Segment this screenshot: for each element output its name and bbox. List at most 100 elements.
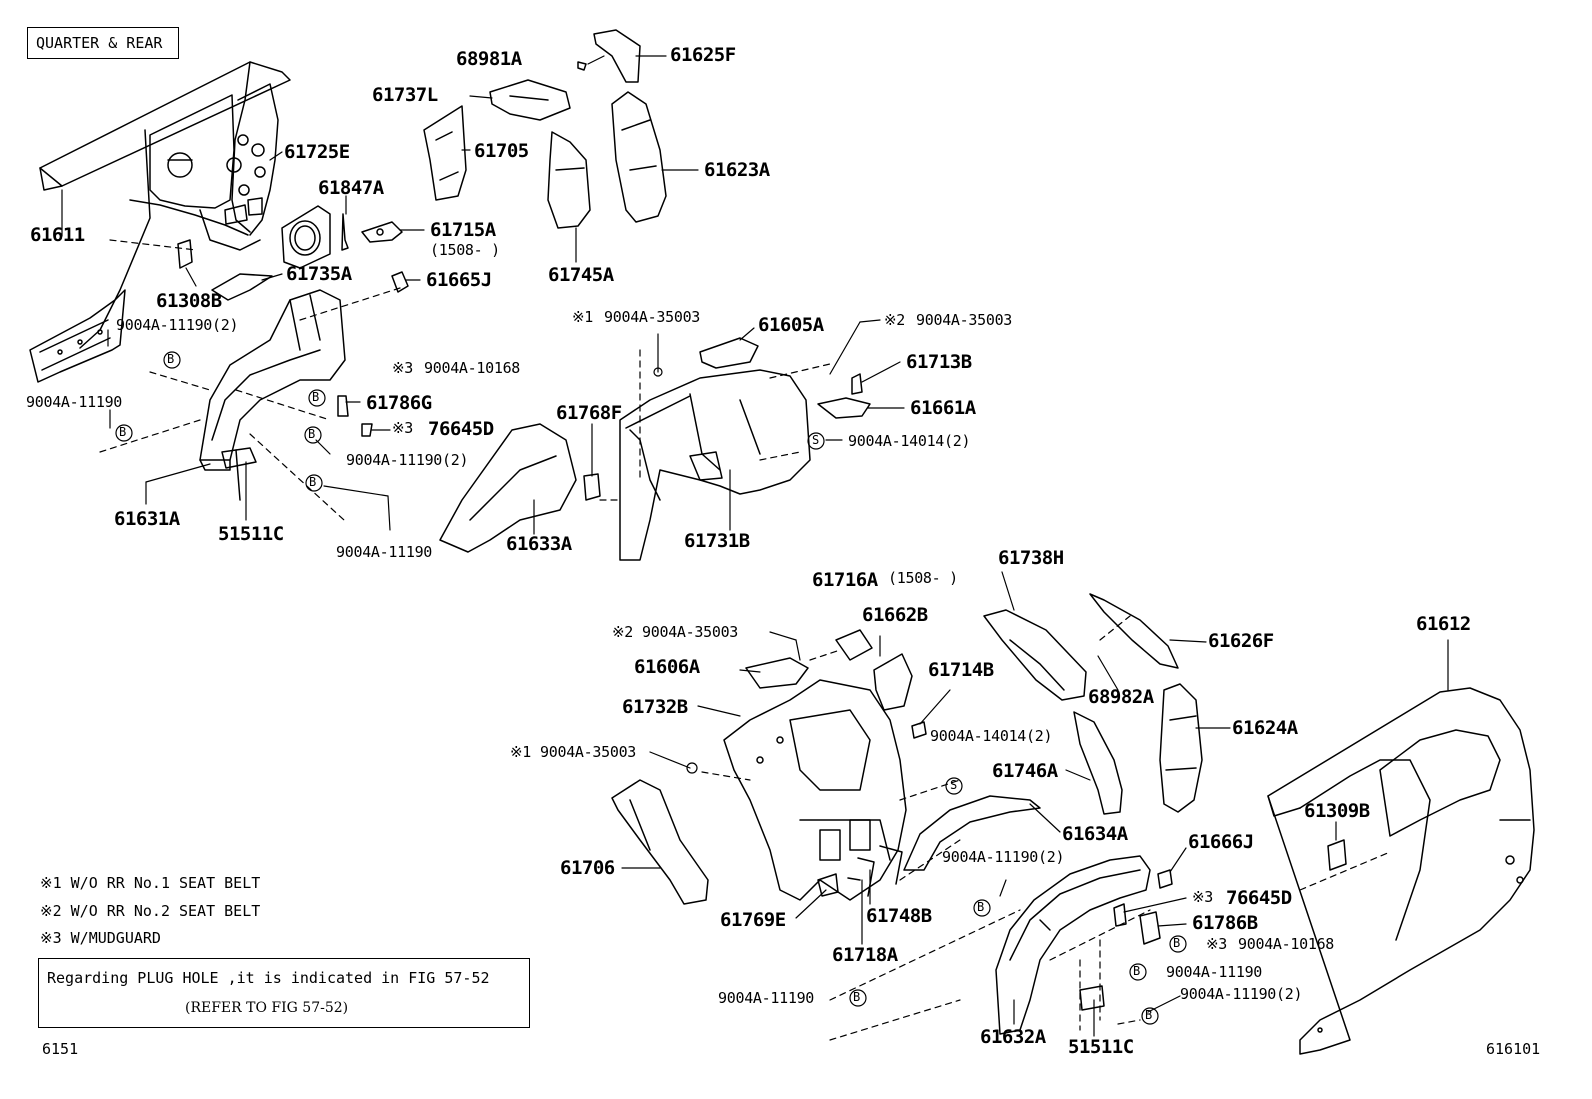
label-61725E: 61725E bbox=[284, 141, 350, 163]
label-61705: 61705 bbox=[474, 140, 529, 162]
fastener-9004A-35003-2a: 9004A-35003 bbox=[916, 311, 1013, 329]
label-51511C-right: 51511C bbox=[1068, 1036, 1134, 1058]
marker-b: B bbox=[312, 390, 319, 404]
label-61738H: 61738H bbox=[998, 547, 1064, 569]
fastener-9004A-14014-a: 9004A-14014(2) bbox=[848, 432, 971, 450]
fastener-9004A-11190-2-b: 9004A-11190(2) bbox=[346, 451, 469, 469]
label-61626F: 61626F bbox=[1208, 630, 1274, 652]
inner-panel-right bbox=[723, 679, 907, 901]
label-61605A: 61605A bbox=[758, 314, 824, 336]
label-61735A: 61735A bbox=[286, 263, 352, 285]
label-61847A: 61847A bbox=[318, 177, 384, 199]
marker-b: B bbox=[1145, 1008, 1152, 1022]
label-61732B: 61732B bbox=[622, 696, 688, 718]
wheelhouse-right bbox=[995, 855, 1151, 1035]
quarter-panel-right bbox=[1267, 687, 1535, 1055]
marker-b: B bbox=[308, 427, 315, 441]
inner-panel-left bbox=[619, 369, 811, 561]
mark-3: ※3 bbox=[1206, 935, 1227, 953]
fastener-9004A-35003-1b: 9004A-35003 bbox=[540, 743, 637, 761]
mark-1: ※1 bbox=[510, 743, 531, 761]
fastener-9004A-35003-2b: 9004A-35003 bbox=[642, 623, 739, 641]
marker-s: S bbox=[812, 433, 819, 447]
quarter-panel-left bbox=[29, 61, 291, 383]
fastener-9004A-10168-b: 9004A-10168 bbox=[1238, 935, 1335, 953]
label-76645D-right: 76645D bbox=[1226, 887, 1292, 909]
fastener-9004A-14014-b: 9004A-14014(2) bbox=[930, 727, 1053, 745]
fastener-9004A-11190-b: 9004A-11190 bbox=[336, 543, 433, 561]
label-61746A: 61746A bbox=[992, 760, 1058, 782]
marker-b: B bbox=[1173, 936, 1180, 950]
label-68982A: 68982A bbox=[1088, 686, 1154, 708]
part-61725E-shape bbox=[281, 205, 331, 269]
label-61666J: 61666J bbox=[1188, 831, 1254, 853]
label-61623A: 61623A bbox=[704, 159, 770, 181]
label-76645D-left: 76645D bbox=[428, 418, 494, 440]
mark-2: ※2 bbox=[884, 311, 905, 329]
label-61745A: 61745A bbox=[548, 264, 614, 286]
label-61661A: 61661A bbox=[910, 397, 976, 419]
label-61786B: 61786B bbox=[1192, 912, 1258, 934]
mark-3: ※3 bbox=[1192, 888, 1213, 906]
marker-b: B bbox=[853, 990, 860, 1004]
fastener-9004A-11190-d: 9004A-11190 bbox=[718, 989, 815, 1007]
note-2: ※2 W/O RR No.2 SEAT BELT bbox=[40, 902, 261, 920]
label-61634A: 61634A bbox=[1062, 823, 1128, 845]
label-61715A-date: (1508- ) bbox=[430, 241, 500, 259]
plug-hole-note-line2: (REFER TO FIG 57-52) bbox=[185, 1000, 349, 1016]
label-61309B: 61309B bbox=[1304, 800, 1370, 822]
label-61716A-date: (1508- ) bbox=[888, 569, 958, 587]
wheelhouse-left bbox=[199, 289, 346, 471]
fastener-9004A-11190-2-d: 9004A-11190(2) bbox=[1180, 985, 1303, 1003]
fastener-9004A-35003-1a: 9004A-35003 bbox=[604, 308, 701, 326]
marker-b: B bbox=[1133, 964, 1140, 978]
marker-b: B bbox=[167, 352, 174, 366]
title-box: QUARTER & REAR bbox=[27, 27, 179, 59]
circle-markers bbox=[115, 351, 1187, 1025]
label-68981A: 68981A bbox=[456, 48, 522, 70]
marker-s: S bbox=[950, 778, 957, 792]
fastener-9004A-11190-2-c: 9004A-11190(2) bbox=[942, 848, 1065, 866]
fastener-9004A-11190-2-a: 9004A-11190(2) bbox=[116, 316, 239, 334]
label-61624A: 61624A bbox=[1232, 717, 1298, 739]
label-61737L: 61737L bbox=[372, 84, 438, 106]
label-61662B: 61662B bbox=[862, 604, 928, 626]
label-61632A: 61632A bbox=[980, 1026, 1046, 1048]
label-61748B: 61748B bbox=[866, 905, 932, 927]
label-61718A: 61718A bbox=[832, 944, 898, 966]
label-61706: 61706 bbox=[560, 857, 615, 879]
note-1: ※1 W/O RR No.1 SEAT BELT bbox=[40, 874, 261, 892]
fastener-9004A-10168-a: 9004A-10168 bbox=[424, 359, 521, 377]
label-61606A: 61606A bbox=[634, 656, 700, 678]
plug-hole-note-line1: Regarding PLUG HOLE ,it is indicated in … bbox=[47, 969, 490, 987]
mark-3: ※3 bbox=[392, 419, 413, 437]
footer-right-code: 616101 bbox=[1486, 1040, 1541, 1058]
marker-b: B bbox=[119, 425, 126, 439]
label-61786G: 61786G bbox=[366, 392, 432, 414]
fastener-9004A-11190-c: 9004A-11190 bbox=[1166, 963, 1263, 981]
label-61769E: 61769E bbox=[720, 909, 786, 931]
label-61768F: 61768F bbox=[556, 402, 622, 424]
label-61612: 61612 bbox=[1416, 613, 1471, 635]
page-title: QUARTER & REAR bbox=[36, 34, 163, 52]
label-61611: 61611 bbox=[30, 224, 85, 246]
footer-left-code: 6151 bbox=[42, 1040, 79, 1058]
label-61308B: 61308B bbox=[156, 290, 222, 312]
marker-b: B bbox=[309, 475, 316, 489]
leader-lines bbox=[61, 55, 1449, 1037]
label-51511C-left: 51511C bbox=[218, 523, 284, 545]
label-61715A: 61715A bbox=[430, 219, 496, 241]
mark-1: ※1 bbox=[572, 308, 593, 326]
note-3: ※3 W/MUDGUARD bbox=[40, 929, 161, 947]
plug-hole-note-box: Regarding PLUG HOLE ,it is indicated in … bbox=[38, 958, 530, 1028]
marker-b: B bbox=[977, 900, 984, 914]
label-61633A: 61633A bbox=[506, 533, 572, 555]
label-61625F: 61625F bbox=[670, 44, 736, 66]
label-61665J: 61665J bbox=[426, 269, 492, 291]
dashed-lines bbox=[99, 239, 1391, 1041]
label-61713B: 61713B bbox=[906, 351, 972, 373]
fastener-9004A-11190-a: 9004A-11190 bbox=[26, 393, 123, 411]
label-61714B: 61714B bbox=[928, 659, 994, 681]
label-61631A: 61631A bbox=[114, 508, 180, 530]
